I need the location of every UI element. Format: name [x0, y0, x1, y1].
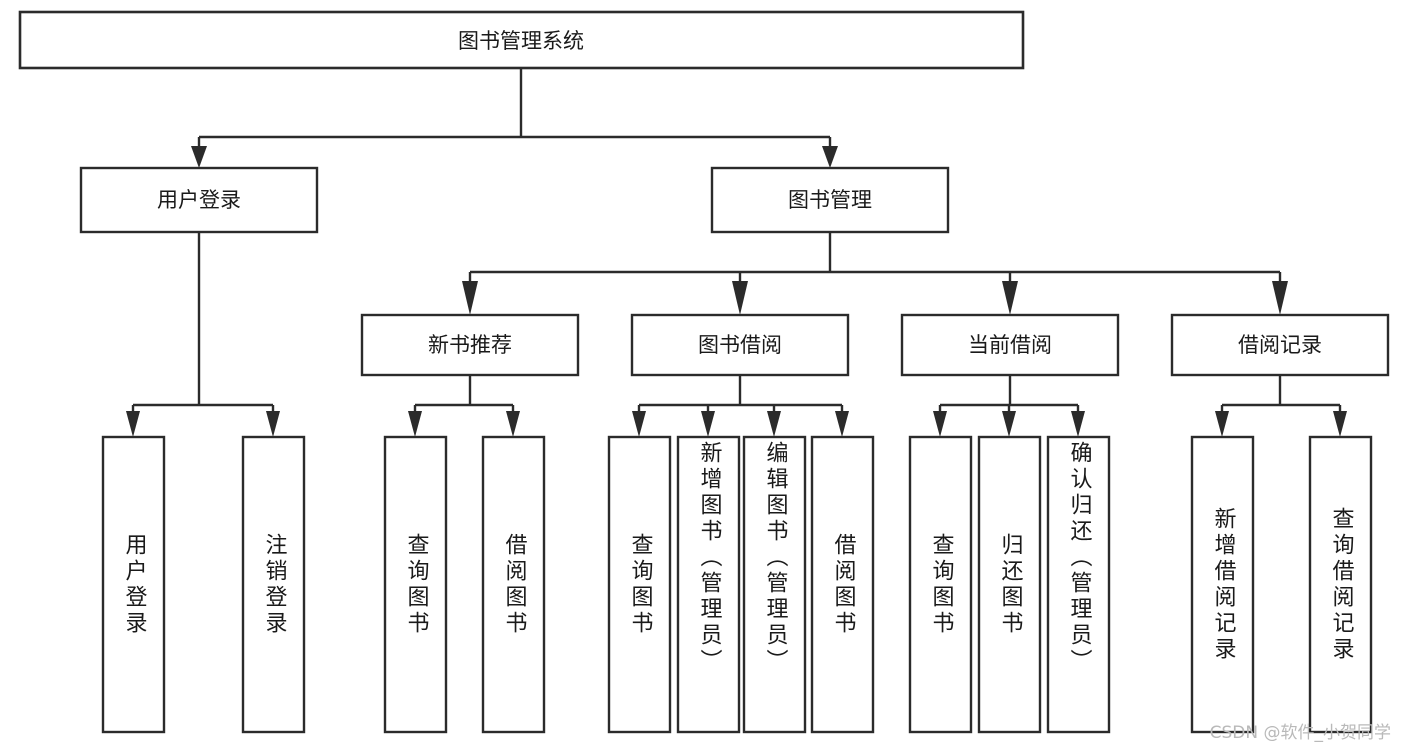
arrow-borrow-record	[1272, 281, 1288, 315]
new-book-recommend-label: 新书推荐	[428, 333, 512, 357]
arrow-leaf-user-login	[126, 411, 140, 437]
leaf-box-borrow-book-1[interactable]	[481, 435, 546, 734]
leaf-box-query-book-2[interactable]	[607, 435, 672, 734]
leaf-box-query-record[interactable]	[1308, 435, 1373, 734]
current-borrow-label: 当前借阅	[968, 333, 1052, 357]
current-borrow-box[interactable]	[900, 313, 1120, 377]
leaf-box-user-login[interactable]	[101, 435, 166, 734]
node-current-borrow[interactable]: 当前借阅	[900, 313, 1120, 377]
node-new-book-recommend[interactable]: 新书推荐	[360, 313, 580, 377]
arrow-leaf-add-book	[701, 411, 715, 437]
borrow-record-box[interactable]	[1170, 313, 1390, 377]
root-label: 图书管理系统	[458, 29, 584, 53]
leaf-box-query-book-1[interactable]	[383, 435, 448, 734]
leaf-box-borrow-book-2[interactable]	[810, 435, 875, 734]
arrow-current-borrow	[1002, 281, 1018, 315]
node-book-borrow[interactable]: 图书借阅	[630, 313, 850, 377]
leaf-box-add-book[interactable]	[676, 435, 741, 734]
arrow-new-book-recommend	[462, 281, 478, 315]
leaf-box-logout[interactable]	[241, 435, 306, 734]
arrow-leaf-borrow-book-1	[506, 411, 520, 437]
arrow-leaf-add-record	[1215, 411, 1229, 437]
borrow-record-label: 借阅记录	[1238, 333, 1322, 357]
node-root[interactable]: 图书管理系统	[18, 10, 1025, 70]
csdn-watermark: CSDN @软件_小贺同学	[1209, 723, 1391, 743]
leaf-box-query-book-3[interactable]	[908, 435, 973, 734]
node-book-management[interactable]: 图书管理	[710, 166, 950, 234]
user-login-label: 用户登录	[157, 188, 241, 212]
leaf-box-edit-book[interactable]	[742, 435, 807, 734]
arrow-leaf-query-book-3	[933, 411, 947, 437]
leaf-box-add-record[interactable]	[1190, 435, 1255, 734]
book-borrow-box[interactable]	[630, 313, 850, 377]
new-book-recommend-box[interactable]	[360, 313, 580, 377]
arrow-leaf-edit-book	[767, 411, 781, 437]
arrow-leaf-query-book-2	[632, 411, 646, 437]
arrow-book-borrow	[732, 281, 748, 315]
arrow-book-management	[822, 146, 838, 168]
book-management-label: 图书管理	[788, 188, 872, 212]
book-management-box[interactable]	[710, 166, 950, 234]
leaf-box-confirm-return[interactable]	[1046, 435, 1111, 734]
arrow-leaf-query-book-1	[408, 411, 422, 437]
book-borrow-label: 图书借阅	[698, 333, 782, 357]
arrow-user-login	[191, 146, 207, 168]
arrow-leaf-logout	[266, 411, 280, 437]
arrow-leaf-query-record	[1333, 411, 1347, 437]
root-box[interactable]	[18, 10, 1025, 70]
arrow-leaf-confirm-return	[1071, 411, 1085, 437]
node-user-login[interactable]: 用户登录	[79, 166, 319, 234]
arrow-leaf-return-book	[1002, 411, 1016, 437]
arrow-leaf-borrow-book-2	[835, 411, 849, 437]
node-borrow-record[interactable]: 借阅记录	[1170, 313, 1390, 377]
leaf-box-return-book[interactable]	[977, 435, 1042, 734]
